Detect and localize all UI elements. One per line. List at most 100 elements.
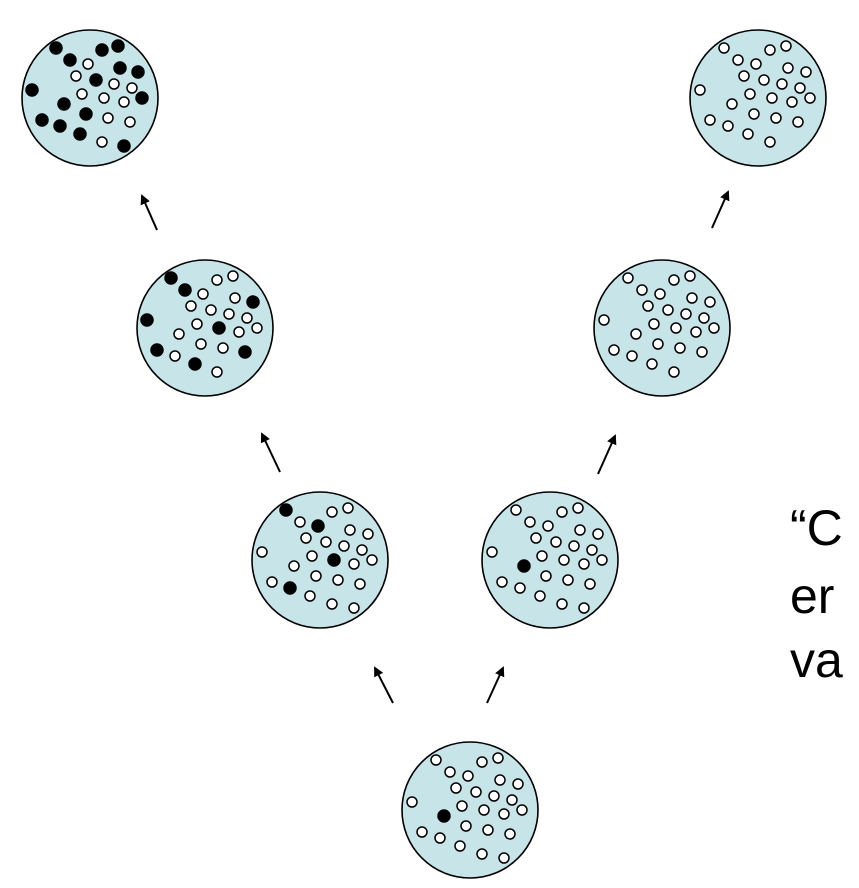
unmarked-dot <box>256 546 268 558</box>
unmarked-dot <box>195 338 207 350</box>
marked-dot <box>63 53 77 67</box>
unmarked-dot <box>596 554 608 566</box>
unmarked-dot <box>102 112 114 124</box>
unmarked-dot <box>498 852 510 864</box>
unmarked-dot <box>764 44 776 56</box>
unmarked-dot <box>704 114 716 126</box>
side-text-line-3: va <box>790 632 843 688</box>
unmarked-dot <box>241 312 253 324</box>
unmarked-dot <box>266 576 278 588</box>
unmarked-dot <box>488 790 500 802</box>
unmarked-dot <box>766 92 778 104</box>
unmarked-dot <box>516 804 528 816</box>
cell-left-generation-3 <box>21 29 159 167</box>
marked-dot <box>178 283 192 297</box>
unmarked-dot <box>185 300 197 312</box>
cells <box>21 29 827 879</box>
marked-dot <box>311 519 325 533</box>
marked-dot <box>279 503 293 517</box>
unmarked-dot <box>96 136 108 148</box>
unmarked-dot <box>233 326 245 338</box>
unmarked-dot <box>514 582 526 594</box>
cell-left-generation-1 <box>251 491 389 629</box>
marked-dot <box>53 119 67 133</box>
unmarked-dot <box>670 322 682 334</box>
unmarked-dot <box>504 828 516 840</box>
unmarked-dot <box>742 128 754 140</box>
marked-dot <box>212 321 226 335</box>
marked-dot <box>95 43 109 57</box>
side-text-line-2: er <box>790 568 835 624</box>
unmarked-dot <box>626 350 638 362</box>
unmarked-dot <box>406 796 418 808</box>
unmarked-dot <box>494 774 506 786</box>
unmarked-dot <box>416 826 428 838</box>
unmarked-dot <box>356 544 368 556</box>
unmarked-dot <box>556 598 568 610</box>
unmarked-dot <box>306 550 318 562</box>
unmarked-dot <box>792 116 804 128</box>
unmarked-dot <box>680 308 692 320</box>
unmarked-dot <box>694 84 706 96</box>
cell-bottom-root <box>401 741 539 879</box>
unmarked-dot <box>456 800 468 812</box>
unmarked-dot <box>804 92 816 104</box>
unmarked-dot <box>338 540 350 552</box>
unmarked-dot <box>197 288 209 300</box>
arrow-right-2-to-3 <box>711 190 730 229</box>
unmarked-dot <box>492 752 504 764</box>
unmarked-dot <box>354 578 366 590</box>
unmarked-dot <box>558 554 570 566</box>
unmarked-dot <box>562 574 574 586</box>
cell-right-generation-2 <box>593 259 731 397</box>
unmarked-dot <box>496 576 508 588</box>
unmarked-dot <box>646 358 658 370</box>
unmarked-dot <box>482 824 494 836</box>
arrow-right-1-to-2 <box>597 434 617 475</box>
unmarked-dot <box>608 344 620 356</box>
unmarked-dot <box>300 532 312 544</box>
arrow-left-2-to-3 <box>140 194 158 231</box>
marked-dot <box>238 345 252 359</box>
unmarked-dot <box>476 848 488 860</box>
unmarked-dot <box>223 308 235 320</box>
marked-dot <box>246 295 260 309</box>
unmarked-dot <box>326 598 338 610</box>
marked-dot <box>135 91 149 105</box>
unmarked-dot <box>217 342 229 354</box>
marked-dot <box>111 39 125 53</box>
unmarked-dot <box>108 78 120 90</box>
side-text-line-1: “C <box>790 500 843 556</box>
unmarked-dot <box>780 40 792 52</box>
marked-dot <box>164 271 178 285</box>
marked-dot <box>57 97 71 111</box>
unmarked-dot <box>584 578 596 590</box>
unmarked-dot <box>310 570 322 582</box>
unmarked-dot <box>227 270 239 282</box>
unmarked-dot <box>758 74 770 86</box>
unmarked-dot <box>744 88 756 100</box>
unmarked-dot <box>211 366 223 378</box>
unmarked-dot <box>556 506 568 518</box>
unmarked-dot <box>430 754 442 766</box>
marked-dot <box>113 61 127 75</box>
unmarked-dot <box>782 62 794 74</box>
unmarked-dot <box>592 528 604 540</box>
unmarked-dot <box>542 520 554 532</box>
unmarked-dot <box>205 304 217 316</box>
unmarked-dot <box>82 58 94 70</box>
unmarked-dot <box>622 272 634 284</box>
unmarked-dot <box>636 284 648 296</box>
unmarked-dot <box>770 112 782 124</box>
unmarked-dot <box>642 300 654 312</box>
marked-dot <box>73 127 87 141</box>
unmarked-dot <box>486 546 498 558</box>
marked-dot <box>131 65 145 79</box>
marked-dot <box>79 107 93 121</box>
unmarked-dot <box>476 756 488 768</box>
unmarked-dot <box>648 318 660 330</box>
unmarked-dot <box>630 328 642 340</box>
unmarked-dot <box>251 322 263 334</box>
unmarked-dot <box>124 116 136 128</box>
